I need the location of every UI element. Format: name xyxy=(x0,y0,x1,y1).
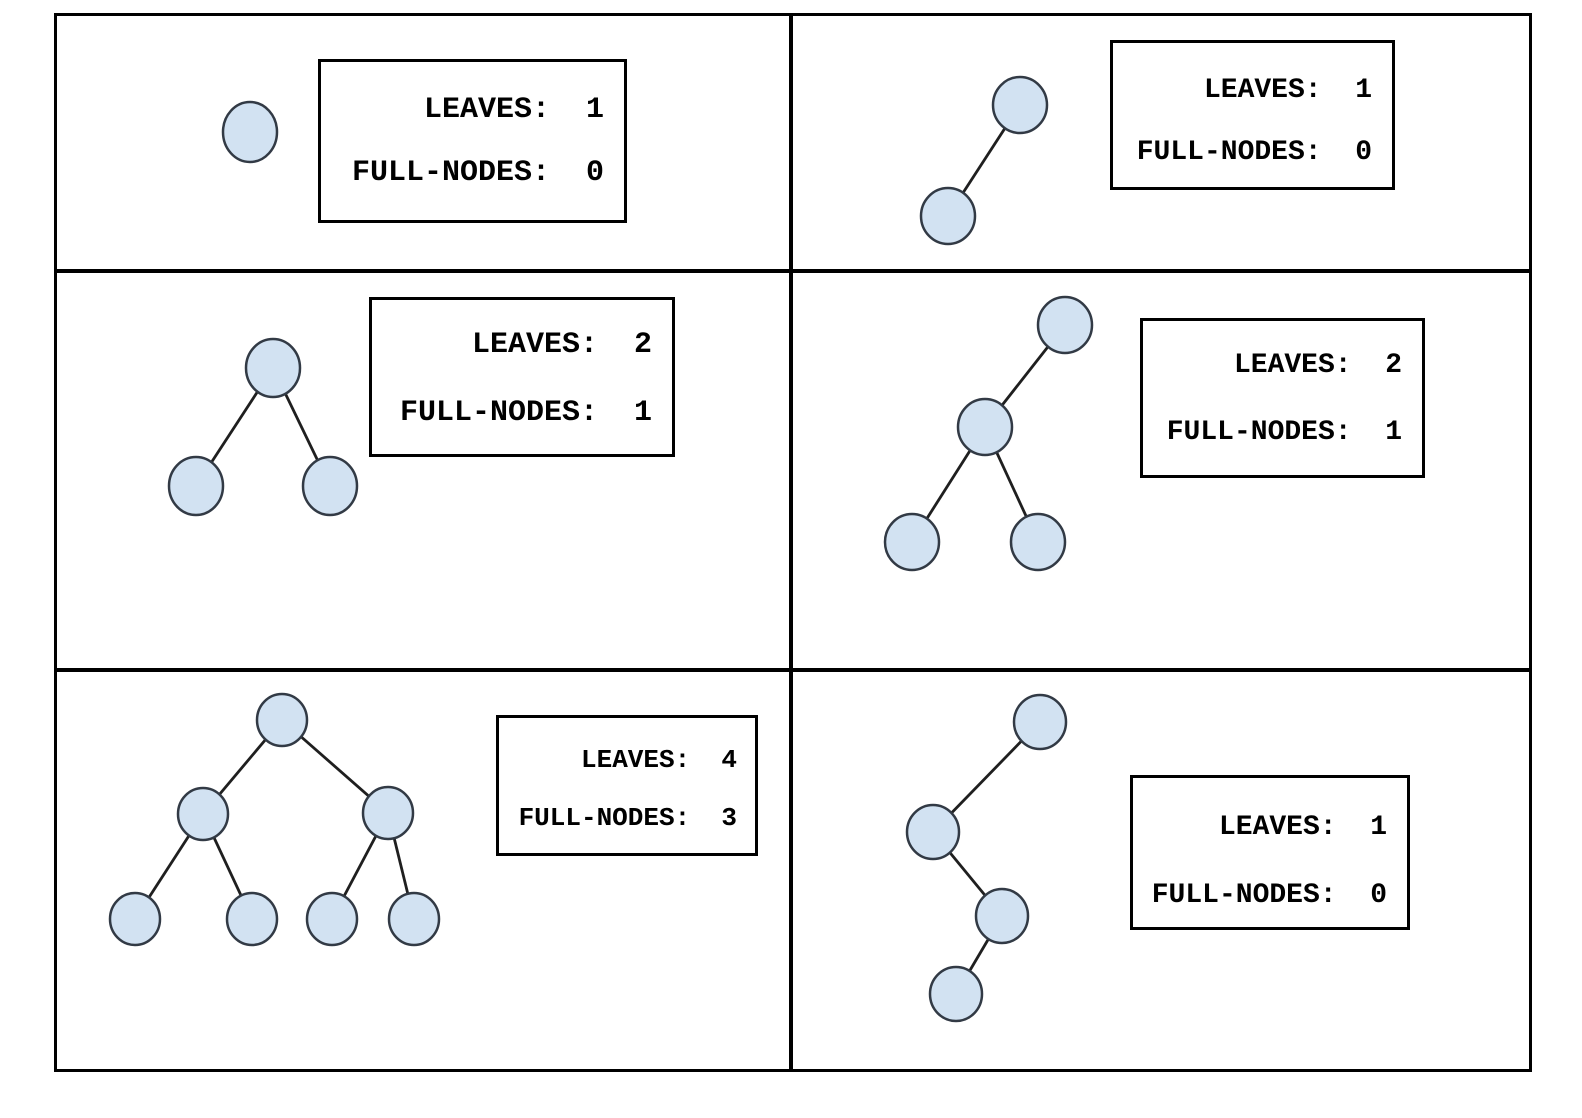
table-row-divider-1 xyxy=(54,269,1532,273)
leaves-label: LEAVES: xyxy=(1218,812,1337,843)
leaves-row: LEAVES: 1 xyxy=(333,95,604,125)
full-nodes-row: FULL-NODES: 3 xyxy=(511,805,737,831)
tree-node xyxy=(956,397,1014,457)
leaves-row: LEAVES: 1 xyxy=(1125,77,1372,105)
tree-node xyxy=(255,692,309,748)
stats-box-panel-6: LEAVES: 1 FULL-NODES: 0 xyxy=(1130,775,1410,930)
tree-node xyxy=(305,891,359,947)
leaves-value: 4 xyxy=(721,745,737,775)
tree-node xyxy=(167,455,225,517)
tree-node xyxy=(919,186,977,246)
tree-node xyxy=(301,455,359,517)
tree-node xyxy=(221,100,279,164)
full-nodes-value: 1 xyxy=(1385,417,1402,448)
full-nodes-value: 0 xyxy=(585,156,604,190)
full-nodes-row: FULL-NODES: 1 xyxy=(1155,419,1402,447)
tree-node xyxy=(928,965,984,1023)
leaves-label: LEAVES: xyxy=(1203,75,1322,106)
full-nodes-row: FULL-NODES: 0 xyxy=(1125,139,1372,167)
tree-node xyxy=(974,887,1030,945)
full-nodes-value: 0 xyxy=(1370,880,1387,911)
stats-box-panel-4: LEAVES: 2 FULL-NODES: 1 xyxy=(1140,318,1425,478)
table-outer-border xyxy=(54,13,1532,1072)
tree-node xyxy=(1012,693,1068,751)
tree-node xyxy=(176,786,230,842)
leaves-row: LEAVES: 1 xyxy=(1145,814,1387,842)
tree-node xyxy=(244,337,302,399)
full-nodes-row: FULL-NODES: 1 xyxy=(384,398,652,428)
full-nodes-row: FULL-NODES: 0 xyxy=(1145,882,1387,910)
full-nodes-label: FULL-NODES: xyxy=(518,803,691,833)
tree-node xyxy=(1009,512,1067,572)
table-row-divider-2 xyxy=(54,668,1532,672)
tree-node xyxy=(361,785,415,841)
leaves-label: LEAVES: xyxy=(580,745,691,775)
leaves-label: LEAVES: xyxy=(423,93,550,127)
stats-box-panel-2: LEAVES: 1 FULL-NODES: 0 xyxy=(1110,40,1395,190)
table-column-divider xyxy=(789,13,793,1072)
full-nodes-label: FULL-NODES: xyxy=(1166,417,1352,448)
leaves-row: LEAVES: 2 xyxy=(1155,352,1402,380)
tree-node xyxy=(1036,295,1094,355)
full-nodes-row: FULL-NODES: 0 xyxy=(333,158,604,188)
tree-node xyxy=(905,803,961,861)
leaves-label: LEAVES: xyxy=(1233,350,1352,381)
stats-box-panel-3: LEAVES: 2 FULL-NODES: 1 xyxy=(369,297,675,457)
full-nodes-value: 1 xyxy=(633,396,652,430)
leaves-row: LEAVES: 4 xyxy=(511,747,737,773)
tree-node xyxy=(883,512,941,572)
tree-node xyxy=(387,891,441,947)
tree-node xyxy=(991,75,1049,135)
leaves-value: 1 xyxy=(585,93,604,127)
full-nodes-value: 0 xyxy=(1355,137,1372,168)
full-nodes-value: 3 xyxy=(721,803,737,833)
full-nodes-label: FULL-NODES: xyxy=(351,156,550,190)
leaves-value: 2 xyxy=(1385,350,1402,381)
tree-node xyxy=(108,891,162,947)
full-nodes-label: FULL-NODES: xyxy=(1151,880,1337,911)
leaves-value: 1 xyxy=(1355,75,1372,106)
stats-box-panel-5: LEAVES: 4 FULL-NODES: 3 xyxy=(496,715,758,856)
leaves-value: 2 xyxy=(633,328,652,362)
leaves-label: LEAVES: xyxy=(471,328,598,362)
stats-box-panel-1: LEAVES: 1 FULL-NODES: 0 xyxy=(318,59,627,223)
leaves-value: 1 xyxy=(1370,812,1387,843)
leaves-row: LEAVES: 2 xyxy=(384,330,652,360)
tree-node xyxy=(225,891,279,947)
full-nodes-label: FULL-NODES: xyxy=(399,396,598,430)
full-nodes-label: FULL-NODES: xyxy=(1136,137,1322,168)
